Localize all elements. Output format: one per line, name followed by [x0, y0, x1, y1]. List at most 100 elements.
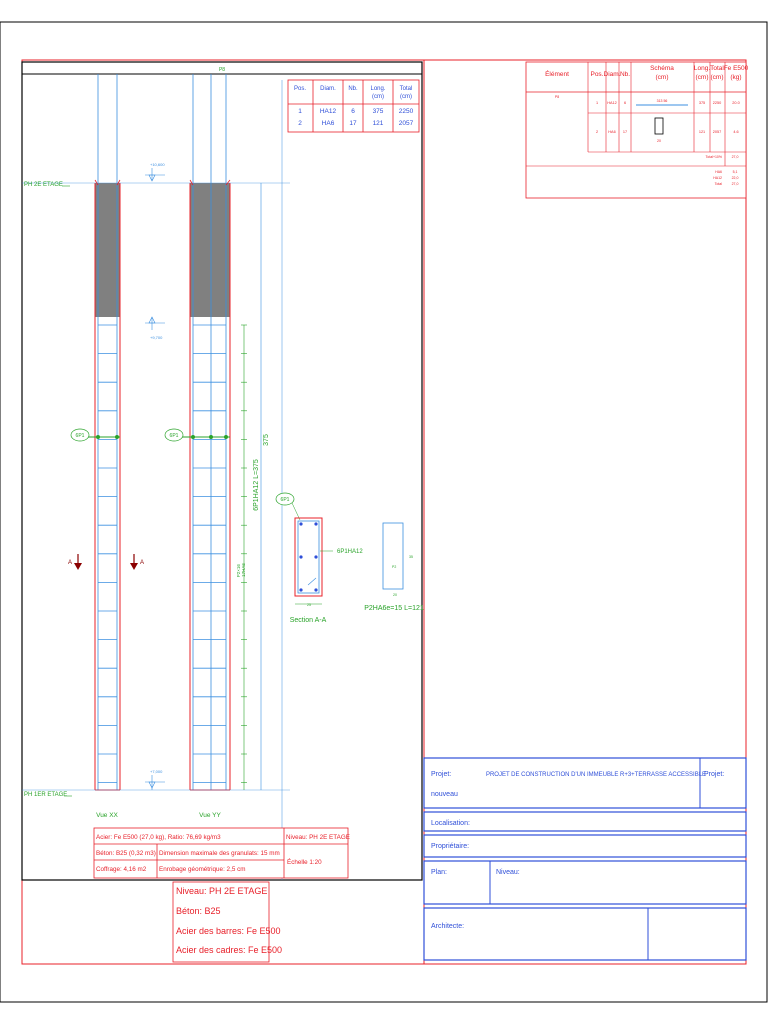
- stirrup-dim-w: 20: [393, 593, 397, 597]
- bar-table-header-total: Total(cm): [400, 86, 413, 100]
- bar-table-cell: 1: [298, 108, 302, 115]
- summary-cell: 4.6: [733, 130, 738, 134]
- section-tag-bubble: [275, 492, 295, 506]
- level-label-top: PH 2E ETAGE: [24, 182, 63, 188]
- summary-cell: 20.0: [732, 101, 739, 105]
- info-enrobage: Enrobage géométrique: 2,5 cm: [159, 866, 245, 873]
- column-view-yy: [189, 74, 231, 791]
- bar-table-cell: 2250: [399, 108, 414, 115]
- section-stirrup: [297, 520, 320, 594]
- summary-table: Élément Pos. Diam. Nb. Schéma(cm) Long.(…: [525, 61, 749, 199]
- summary-cell: 121: [699, 130, 705, 134]
- legend-box: Niveau: PH 2E ETAGE Béton: B25 Acier des…: [172, 881, 282, 963]
- long-bars-label: 6P1HA12 L=375: [253, 459, 260, 511]
- section-outline: [294, 517, 323, 597]
- bar-table-cell: HA6: [322, 120, 335, 127]
- rebar-tag-xx: 6P1: [70, 428, 120, 442]
- cartouche-plan: Plan:: [431, 869, 447, 876]
- bar-table-header: Pos.: [294, 86, 306, 92]
- cartouche-projet-value: PROJET DE CONSTRUCTION D'UN IMMEUBLE R+3…: [486, 772, 706, 778]
- info-beton: Béton: B25 (0,32 m3): [96, 850, 156, 857]
- section-marker-text: A: [68, 560, 72, 566]
- summary-cell: 17: [623, 130, 627, 134]
- legend-acier-cadres: Acier des cadres: Fe E500: [176, 945, 282, 955]
- info-echelle: Échelle 1:20: [287, 857, 322, 866]
- page-border: [0, 21, 768, 1003]
- summary-cell: 6: [624, 101, 626, 105]
- stirrup-shape: P2 35 20 P2HA6e=15 L=121: [364, 522, 424, 612]
- element-title: P8: [219, 67, 225, 73]
- cartouche-projet-right: Projet:: [704, 771, 724, 778]
- stirrups-yy: [193, 324, 226, 783]
- column-view-xx: [94, 74, 121, 791]
- info-granulats: Dimension maximale des granulats: 15 mm: [159, 850, 280, 857]
- stirrups-label-line2: 17HA6: [241, 563, 246, 577]
- breakdown-label: Total: [715, 182, 723, 186]
- bar-table-header: Nb.: [348, 86, 358, 92]
- info-niveau: Niveau: PH 2E ETAGE: [286, 834, 350, 841]
- summary-total-label: Total+10%: [706, 155, 722, 159]
- cartouche-projet-sub: nouveau: [431, 791, 458, 798]
- section-cut-marker-right: A: [130, 554, 144, 570]
- bar-table-cell: 17: [349, 120, 357, 127]
- summary-cell: HA12: [607, 101, 617, 105]
- section-a-a: 6P1 25 6P1HA12 Section A-A: [275, 492, 363, 624]
- section-dim-bottom: 25: [307, 603, 311, 607]
- legend-niveau: Niveau: PH 2E ETAGE: [176, 886, 267, 896]
- elevation-top-text: +10,600: [150, 162, 165, 167]
- cartouche-niveau: Niveau:: [496, 869, 520, 876]
- summary-header-schema: Schéma(cm): [650, 65, 674, 81]
- elevation-marker-mid: +9,700: [145, 316, 165, 340]
- legend-acier-barres: Acier des barres: Fe E500: [176, 926, 281, 936]
- summary-header-long: Long.(cm): [694, 65, 710, 81]
- summary-header-element: Élément: [545, 69, 569, 78]
- bar-table-header: Diam.: [320, 86, 336, 92]
- info-coffrage: Coffrage: 4,16 m2: [96, 866, 147, 873]
- summary-cell: 2: [596, 130, 598, 134]
- elevation-marker-bottom: +7,000: [145, 769, 165, 790]
- stirrups-label: P2×16 17HA6: [236, 563, 246, 578]
- summary-element: P8: [555, 95, 559, 99]
- summary-cell: HA6: [608, 130, 615, 134]
- level-label-bottom: PH 1ER ETAGE: [24, 792, 67, 798]
- stirrup-dim-ticks: [241, 324, 247, 783]
- bar-table-cell: 6: [351, 108, 355, 115]
- cartouche-architecte: Architecte:: [431, 923, 464, 930]
- rebar-tag-yy: 6P1: [164, 428, 230, 442]
- summary-total-value: 27,0: [732, 155, 739, 159]
- stirrup-label: P2HA6e=15 L=121: [364, 605, 424, 612]
- drawing-frame: [21, 61, 423, 881]
- elevation-marker-top: +10,600: [145, 162, 165, 182]
- legend-beton: Béton: B25: [176, 906, 221, 916]
- bar-table-cell: 2: [298, 120, 302, 127]
- rebar-tag-text: 6P1: [170, 433, 179, 439]
- stirrups-label-line1: P2×16: [236, 564, 241, 578]
- section-marker-text: A: [140, 560, 144, 566]
- summary-schema-text: 313 56: [657, 99, 668, 103]
- summary-header-diam: Diam.: [604, 71, 621, 78]
- cartouche-projet-label: Projet:: [431, 771, 451, 778]
- summary-header-kg: Fe E500(kg): [724, 65, 749, 81]
- stirrups-xx: [98, 324, 117, 783]
- view-label-xx: Vue XX: [96, 812, 118, 819]
- stirrup-dim-h: 35: [409, 555, 413, 559]
- summary-schema-text: 20: [657, 139, 661, 143]
- info-acier: Acier: Fe E500 (27,0 kg), Ratio: 76,69 k…: [96, 834, 221, 841]
- summary-cell: 375: [699, 101, 705, 105]
- info-block: Acier: Fe E500 (27,0 kg), Ratio: 76,69 k…: [93, 827, 350, 879]
- upper-concrete: [95, 183, 120, 317]
- breakdown-value: 5,1: [733, 170, 738, 174]
- stirrup-tag: P2: [392, 565, 396, 569]
- summary-header-total: Total(cm): [710, 65, 724, 81]
- breakdown-label: HA12: [713, 176, 722, 180]
- section-title: Section A-A: [290, 617, 327, 624]
- summary-cell: 2250: [713, 101, 721, 105]
- dimension-375: 375: [263, 434, 270, 446]
- bar-table-header-long: Long.(cm): [370, 86, 385, 100]
- section-bar-label: 6P1HA12: [337, 549, 363, 555]
- breakdown-label: HA6: [715, 170, 722, 174]
